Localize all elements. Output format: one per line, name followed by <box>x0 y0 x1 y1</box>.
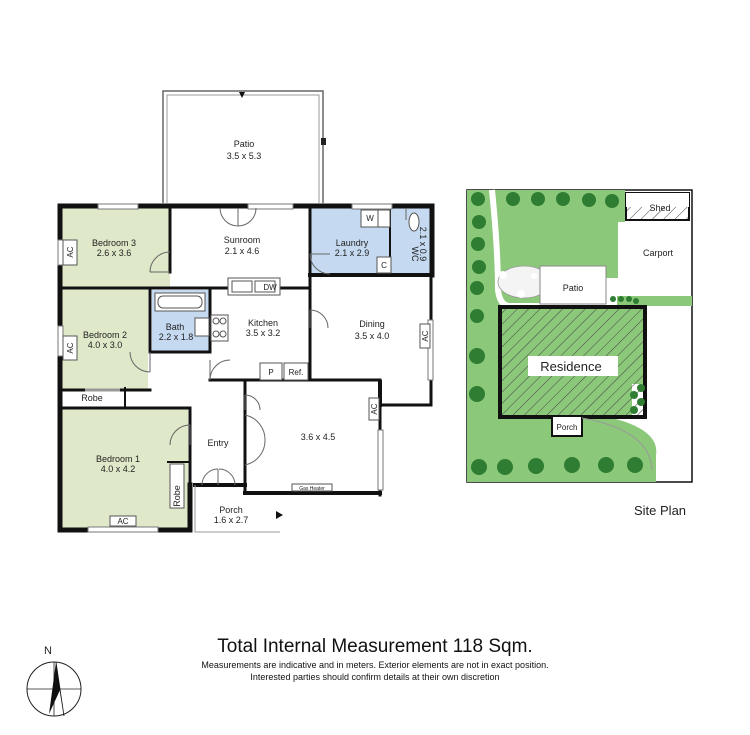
ac-label-bedroom2: AC <box>66 342 75 353</box>
doors <box>129 207 407 486</box>
site-patio <box>539 265 607 305</box>
dw-label: DW <box>263 283 277 292</box>
site-plan-title: Site Plan <box>634 503 687 518</box>
disclaimer-line-2: Interested parties should confirm detail… <box>250 672 500 682</box>
fixtures <box>62 209 431 527</box>
site-shed-label: Shed <box>649 203 670 213</box>
compass-north-label: N <box>44 645 52 657</box>
gas-heater-label: Gas Heater <box>299 486 325 492</box>
cupboard-label: C <box>381 261 387 270</box>
pantry-label: P <box>268 368 273 377</box>
stove-icon <box>210 314 229 342</box>
entry-label: Entry <box>207 438 229 448</box>
ac-label-bedroom1: AC <box>117 517 128 526</box>
pantry-box <box>259 362 283 381</box>
site-plan: Shed Carport Patio Residence Porch <box>466 189 693 483</box>
site-porch <box>551 415 583 437</box>
windows <box>57 203 434 533</box>
patio-dims: 3.5 x 5.3 <box>227 151 262 161</box>
fridge-box <box>283 362 309 381</box>
bath-label: Bath <box>166 322 185 332</box>
laundry-dims: 2.1 x 2.9 <box>335 248 370 258</box>
bedroom-3-label: Bedroom 3 <box>92 238 136 248</box>
site-shrubs <box>499 271 537 298</box>
site-carport-label: Carport <box>643 248 674 258</box>
kitchen-sink-icon <box>227 277 281 296</box>
patio-arrow-icon <box>239 92 245 98</box>
walls <box>57 203 435 533</box>
patio-label: Patio <box>234 139 255 149</box>
laundry-label: Laundry <box>336 238 369 248</box>
disclaimer-line-1: Measurements are indicative and in meter… <box>201 660 549 670</box>
total-measurement: Total Internal Measurement 118 Sqm. <box>217 636 533 657</box>
fridge-label: Ref. <box>289 368 304 377</box>
bedroom-3-dims: 2.6 x 3.6 <box>97 248 132 258</box>
ac-label-bedroom3: AC <box>66 246 75 257</box>
bedroom-1-label: Bedroom 1 <box>96 454 140 464</box>
sunroom-label: Sunroom <box>224 235 261 245</box>
fixture-labels: AC AC AC AC AC DW W C P Ref. Gas Heater <box>66 214 430 526</box>
wc-label: WC <box>410 247 420 262</box>
bedroom-2-label: Bedroom 2 <box>83 330 127 340</box>
laundry-tub-icon <box>377 209 391 228</box>
ac-label-living: AC <box>370 403 379 414</box>
kitchen-dims: 3.5 x 3.2 <box>246 328 281 338</box>
gas-heater-box <box>291 483 333 492</box>
toilet-icon <box>408 212 420 232</box>
site-patio-label: Patio <box>563 283 584 293</box>
bath-basin-icon <box>194 317 210 337</box>
kitchen-label: Kitchen <box>248 318 278 328</box>
site-trees <box>469 192 645 475</box>
bedroom-3-fill <box>60 208 170 288</box>
bedroom-1-dims: 4.0 x 4.2 <box>101 464 136 474</box>
bathtub-icon <box>154 292 206 312</box>
room-labels: Patio 3.5 x 5.3 Bedroom 3 2.6 x 3.6 Sunr… <box>81 139 428 525</box>
north-arrow-icon <box>49 662 60 714</box>
bedroom-2-dims: 4.0 x 3.0 <box>88 340 123 350</box>
robe-2-label: Robe <box>172 485 182 507</box>
ac-label-dining: AC <box>421 330 430 341</box>
bedroom-1-fill <box>60 408 188 530</box>
washer-label: W <box>366 214 374 223</box>
wc-dims: 2.1 x 0.9 <box>418 227 428 262</box>
cupboard-box <box>376 256 392 274</box>
patio-area <box>162 90 326 203</box>
porch-area <box>194 485 283 533</box>
porch-dims: 1.6 x 2.7 <box>214 515 249 525</box>
porch-label: Porch <box>219 505 243 515</box>
dining-label: Dining <box>359 319 385 329</box>
site-porch-label: Porch <box>557 423 578 432</box>
robe-label: Robe <box>81 393 103 403</box>
living-dims: 3.6 x 4.5 <box>301 432 336 442</box>
bath-dims: 2.2 x 1.8 <box>159 332 194 342</box>
dining-dims: 3.5 x 4.0 <box>355 331 390 341</box>
site-residence-label: Residence <box>540 359 601 374</box>
sunroom-dims: 2.1 x 4.6 <box>225 246 260 256</box>
compass: N <box>26 645 82 717</box>
